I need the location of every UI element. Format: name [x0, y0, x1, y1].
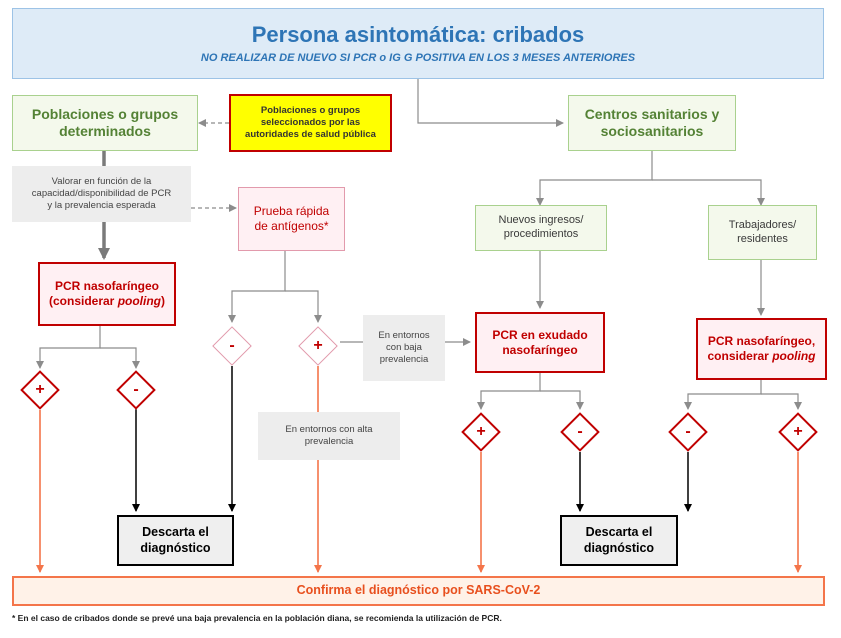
assess-line-1: Valorar en función de la [51, 176, 152, 188]
pcr-left-pooling: pooling [117, 294, 162, 308]
centers-line-2: sociosanitarios [600, 123, 704, 139]
discard-left-line-2: diagnóstico [140, 540, 211, 555]
low-line-1: En entornos [378, 330, 430, 342]
centers-line-1: Centros sanitarios y [584, 105, 720, 122]
minus-symbol: - [685, 423, 691, 440]
pcr-left-consider: (considerar [48, 294, 118, 308]
negative-diamond-exudate: - [560, 412, 600, 452]
high-prevalence-box: En entornos con alta prevalencia [258, 412, 400, 460]
positive-diamond-exudate: + [461, 412, 501, 452]
pcr-left-line-2: (considerar pooling) [49, 294, 165, 309]
low-line-2: con baja [386, 342, 422, 354]
discard-right-line-1: Descarta el [585, 524, 653, 539]
exudate-line-1: PCR en exudado [492, 327, 588, 342]
title-box: Persona asintomática: cribados NO REALIZ… [12, 8, 824, 79]
workers-line-1: Trabajadores/ [728, 218, 797, 231]
new-admissions-box: Nuevos ingresos/ procedimientos [475, 205, 607, 251]
positive-diamond-workers: + [778, 412, 818, 452]
selected-line-1: Poblaciones o grupos [260, 105, 361, 117]
minus-symbol: - [133, 381, 139, 398]
pcr-right-line-1: PCR nasofaríngeo, [707, 334, 816, 348]
health-centers-box: Centros sanitarios y sociosanitarios [568, 95, 736, 151]
high-line-1: En entornos con alta [285, 424, 373, 436]
assess-line-2: capacidad/disponibilidad de PCR [31, 188, 172, 200]
minus-symbol: - [229, 337, 235, 354]
populations-box: Poblaciones o grupos determinados [12, 95, 198, 151]
positive-diamond-left: + [20, 370, 60, 410]
discard-diagnosis-box-left: Descarta el diagnóstico [117, 515, 234, 566]
pcr-left-line-1: PCR nasofaríngeo [54, 279, 159, 293]
workers-line-2: residentes [737, 232, 788, 245]
rapid-line-2: de antígenos* [254, 219, 329, 233]
populations-line-2: determinados [59, 123, 151, 139]
plus-symbol: + [476, 423, 486, 440]
negative-diamond-rapid: - [212, 326, 252, 366]
negative-diamond-left: - [116, 370, 156, 410]
workers-residents-box: Trabajadores/ residentes [708, 205, 817, 260]
confirm-label: Confirma el diagnóstico por SARS-CoV-2 [296, 583, 541, 598]
discard-right-line-2: diagnóstico [583, 540, 655, 555]
assess-line-3: y la prevalencia esperada [47, 199, 156, 211]
plus-symbol: + [35, 381, 45, 398]
low-prevalence-box: En entornos con baja prevalencia [363, 315, 445, 381]
rapid-antigen-test-box: Prueba rápida de antígenos* [238, 187, 345, 251]
footnote: * En el caso de cribados donde se prevé … [12, 613, 502, 623]
pcr-pooling-box: PCR nasofaríngeo, considerar pooling [696, 318, 827, 380]
plus-symbol: + [313, 337, 323, 354]
new-line-2: procedimientos [503, 228, 579, 240]
populations-line-1: Poblaciones o grupos [31, 105, 179, 122]
pcr-exudate-box: PCR en exudado nasofaríngeo [475, 312, 605, 373]
assess-capacity-box: Valorar en función de la capacidad/dispo… [12, 166, 191, 222]
pcr-nasopharyngeal-box: PCR nasofaríngeo (considerar pooling) [38, 262, 176, 326]
page-subtitle: NO REALIZAR DE NUEVO SI PCR o IG G POSIT… [200, 52, 636, 65]
positive-diamond-rapid: + [298, 326, 338, 366]
new-line-1: Nuevos ingresos/ [498, 214, 584, 227]
confirm-diagnosis-box: Confirma el diagnóstico por SARS-CoV-2 [12, 576, 825, 606]
selected-line-3: autoridades de salud pública [245, 128, 376, 140]
negative-diamond-workers: - [668, 412, 708, 452]
rapid-line-1: Prueba rápida [253, 204, 330, 218]
pcr-right-consider: considerar [707, 349, 773, 363]
selected-line-2: seleccionados por las [260, 117, 361, 129]
plus-symbol: + [793, 423, 803, 440]
minus-symbol: - [577, 423, 583, 440]
pcr-right-line-2: considerar pooling [707, 349, 815, 364]
discard-diagnosis-box-right: Descarta el diagnóstico [560, 515, 678, 566]
high-line-2: prevalencia [304, 436, 354, 447]
pcr-left-close: ) [161, 294, 166, 308]
pcr-right-pooling: pooling [772, 349, 816, 363]
selected-populations-box: Poblaciones o grupos seleccionados por l… [229, 94, 392, 152]
page-title: Persona asintomática: cribados [251, 21, 585, 47]
low-line-3: prevalencia [379, 353, 429, 365]
exudate-line-2: nasofaríngeo [502, 342, 578, 357]
discard-left-line-1: Descarta el [142, 524, 209, 539]
